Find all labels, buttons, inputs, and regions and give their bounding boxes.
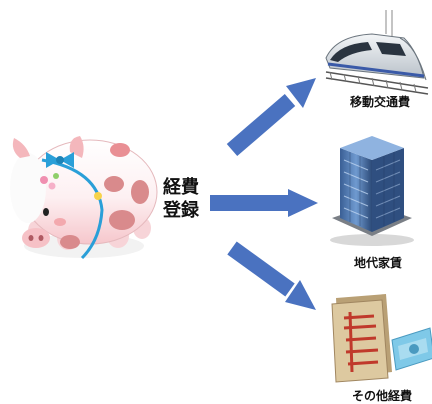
office-building-icon (330, 136, 414, 246)
arrow-to-transport (226, 78, 316, 157)
rent-expense-label: 地代家賃 (353, 256, 402, 270)
train-icon (325, 10, 429, 95)
center-label-line1: 経費 (163, 177, 199, 198)
piggy-bank-icon (10, 136, 158, 260)
other-expense-label: その他経費 (351, 389, 412, 403)
arrow-to-other (227, 241, 316, 310)
center-label-line2: 登録 (163, 200, 199, 221)
receipt-documents-icon (331, 294, 432, 383)
expense-registration-label: 経費 登録 (158, 176, 204, 222)
transport-expense-label: 移動交通費 (349, 95, 410, 109)
arrow-to-rent (210, 189, 318, 217)
